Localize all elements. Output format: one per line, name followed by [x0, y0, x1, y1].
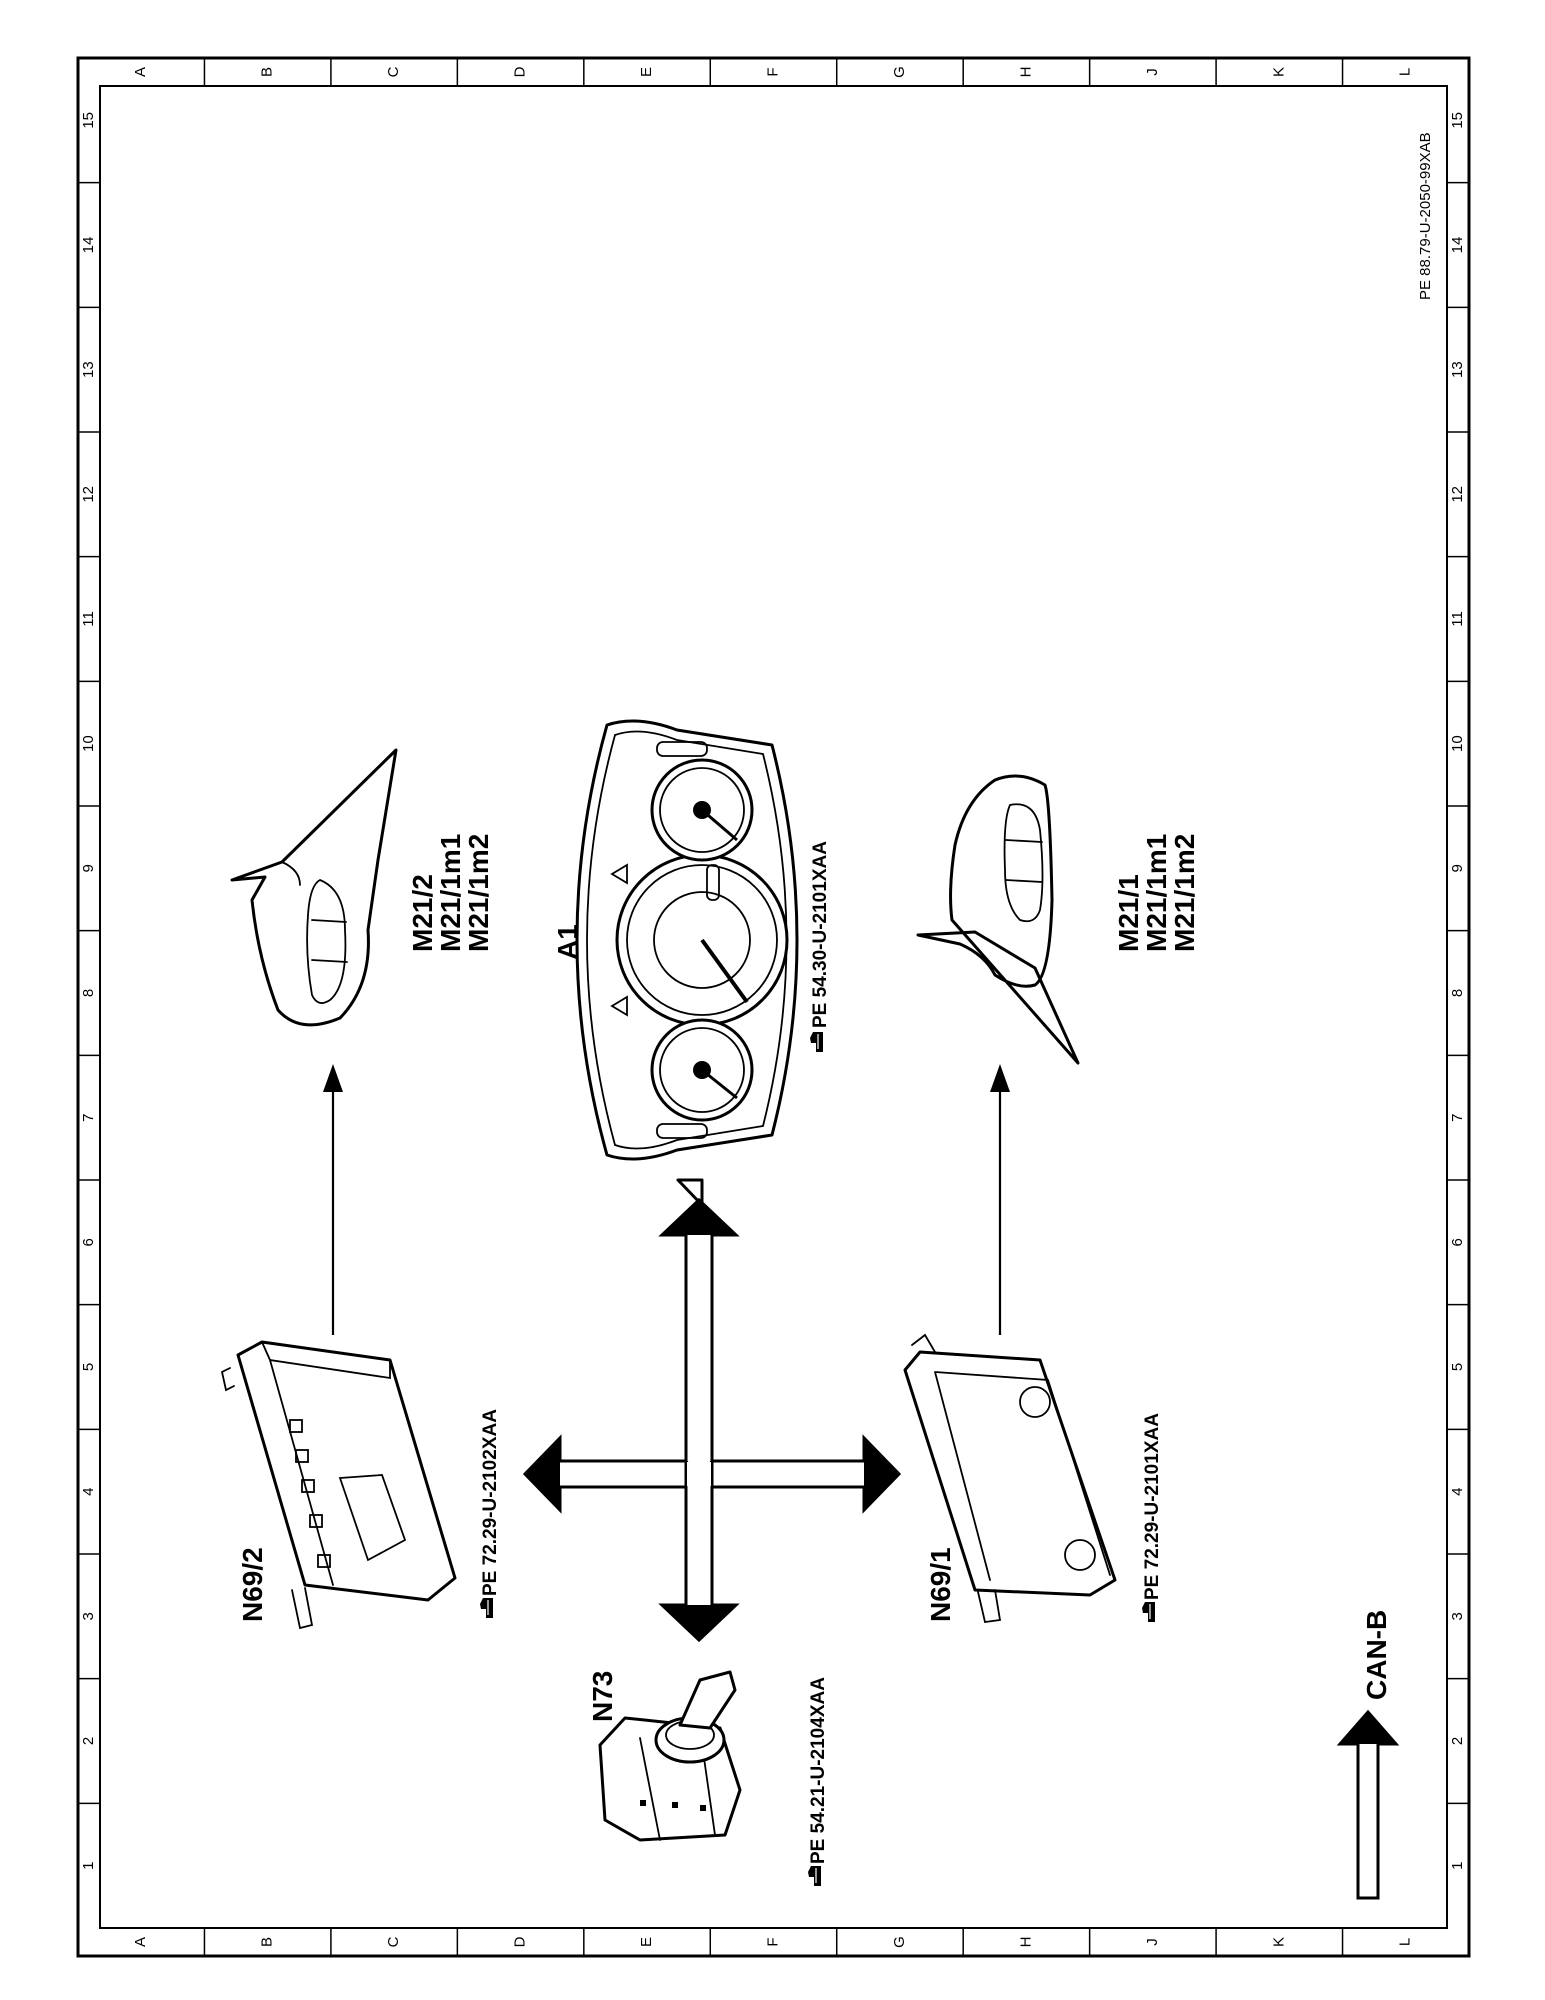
link-n69-2-to-mirror	[323, 1064, 343, 1335]
can-b-legend-label: CAN-B	[1361, 1610, 1392, 1700]
left-mirror-drawing	[230, 748, 398, 1027]
grid-number-15-right: 15	[1449, 112, 1466, 129]
n69-2-code-label: N69/2	[237, 1547, 268, 1622]
grid-number-15-left: 15	[80, 112, 97, 129]
grid-letter-a-top: A	[132, 67, 149, 77]
a1-code-label: A1	[552, 924, 583, 960]
grid-number-10-right: 10	[1449, 735, 1466, 752]
grid-number-4-left: 4	[80, 1487, 97, 1495]
grid-letter-g-bottom: G	[891, 1936, 908, 1948]
grid-letter-k-bottom: K	[1270, 1937, 1287, 1947]
grid-number-13-left: 13	[80, 361, 97, 378]
a1-reference: PE 54.30-U-2101XAA	[810, 841, 831, 1028]
arrowhead-left	[525, 1438, 560, 1510]
grid-number-5-right: 5	[1449, 1363, 1466, 1371]
n69-2-control-unit-drawing	[220, 1340, 457, 1630]
right-mirror-code-3: M21/1m2	[1169, 834, 1200, 952]
grid-number-8-left: 8	[80, 989, 97, 997]
grid-number-9-right: 9	[1449, 864, 1466, 872]
grid-letter-b-top: B	[259, 67, 276, 77]
grid-number-2-right: 2	[1449, 1737, 1466, 1745]
grid-letter-f-bottom: F	[764, 1937, 781, 1946]
arrowhead-right	[864, 1438, 899, 1510]
n69-1-reference: PE 72.29-U-2101XAA	[1142, 1413, 1163, 1600]
grid-number-3-right: 3	[1449, 1612, 1466, 1620]
grid-letter-l-top: L	[1397, 68, 1414, 76]
drawing-frame	[76, 56, 1471, 1958]
grid-number-9-left: 9	[80, 864, 97, 872]
grid-number-7-right: 7	[1449, 1113, 1466, 1121]
n73-reference: PE 54.21-U-2104XAA	[808, 1677, 829, 1864]
n73-code-label: N73	[587, 1671, 618, 1722]
n69-1-code-label: N69/1	[925, 1547, 956, 1622]
grid-number-1-left: 1	[80, 1861, 97, 1869]
n73-ignition-switch-drawing	[598, 1670, 742, 1842]
grid-letter-d-top: D	[512, 66, 529, 77]
grid-letter-j-bottom: J	[1144, 1938, 1161, 1946]
grid-letter-h-bottom: H	[1017, 1937, 1034, 1948]
grid-number-11-left: 11	[80, 611, 97, 627]
grid-letter-k-top: K	[1270, 67, 1287, 77]
grid-letter-f-top: F	[764, 67, 781, 76]
grid-letter-d-bottom: D	[512, 1936, 529, 1947]
grid-number-8-right: 8	[1449, 989, 1466, 997]
left-mirror-labels: M21/2 M21/1m1 M21/1m2	[407, 834, 494, 952]
grid-number-3-left: 3	[80, 1612, 97, 1620]
grid-letter-e-top: E	[638, 67, 655, 77]
n69-2-reference: PE 72.29-U-2102XAA	[480, 1409, 501, 1596]
n69-1-control-unit-drawing	[903, 1333, 1117, 1624]
grid-ticks	[78, 57, 1469, 1956]
grid-number-12-left: 12	[80, 486, 97, 503]
left-mirror-code-1: M21/2	[407, 874, 438, 952]
grid-number-4-right: 4	[1449, 1487, 1466, 1495]
grid-number-13-right: 13	[1449, 361, 1466, 378]
can-b-vertical-link	[658, 1197, 740, 1643]
grid-number-6-left: 6	[80, 1238, 97, 1246]
grid-letter-c-bottom: C	[385, 1936, 402, 1947]
grid-letter-b-bottom: B	[259, 1937, 276, 1947]
grid-number-14-right: 14	[1449, 237, 1466, 254]
grid-number-2-left: 2	[80, 1737, 97, 1745]
left-mirror-code-3: M21/1m2	[463, 834, 494, 952]
grid-letter-e-bottom: E	[638, 1937, 655, 1947]
arrowhead-up	[662, 1200, 736, 1235]
grid-letter-h-top: H	[1017, 67, 1034, 78]
right-mirror-code-2: M21/1m1	[1141, 834, 1172, 952]
grid-number-6-right: 6	[1449, 1238, 1466, 1246]
can-b-legend: CAN-B	[1336, 1610, 1400, 1900]
n69-2-pointing-hand-icon	[479, 1597, 494, 1619]
grid-number-11-right: 11	[1449, 611, 1466, 627]
grid-number-12-right: 12	[1449, 486, 1466, 503]
grid-letter-l-bottom: L	[1397, 1938, 1414, 1946]
right-mirror-code-1: M21/1	[1113, 874, 1144, 952]
document-id: PE 88.79-U-2050-99XAB	[1417, 132, 1434, 300]
left-mirror-code-2: M21/1m1	[435, 834, 466, 952]
right-mirror-labels: M21/1 M21/1m1 M21/1m2	[1113, 834, 1200, 952]
grid-letter-j-top: J	[1144, 68, 1161, 76]
grid-number-5-left: 5	[80, 1363, 97, 1371]
grid-number-14-left: 14	[80, 237, 97, 254]
link-n69-1-to-mirror	[990, 1064, 1010, 1335]
right-mirror-drawing	[916, 774, 1080, 1065]
grid-letter-g-top: G	[891, 66, 908, 78]
grid-number-7-left: 7	[80, 1113, 97, 1121]
a1-pointing-hand-icon	[809, 1031, 824, 1053]
n69-1-pointing-hand-icon	[1141, 1601, 1156, 1623]
instrument-cluster-drawing	[575, 719, 799, 1161]
grid-letter-a-bottom: A	[132, 1937, 149, 1947]
can-b-bus-cross	[522, 1178, 902, 1643]
grid-number-1-right: 1	[1449, 1861, 1466, 1869]
arrowhead-down	[662, 1605, 736, 1640]
grid-letter-c-top: C	[385, 66, 402, 77]
n73-pointing-hand-icon	[807, 1865, 822, 1887]
grid-number-10-left: 10	[80, 735, 97, 752]
